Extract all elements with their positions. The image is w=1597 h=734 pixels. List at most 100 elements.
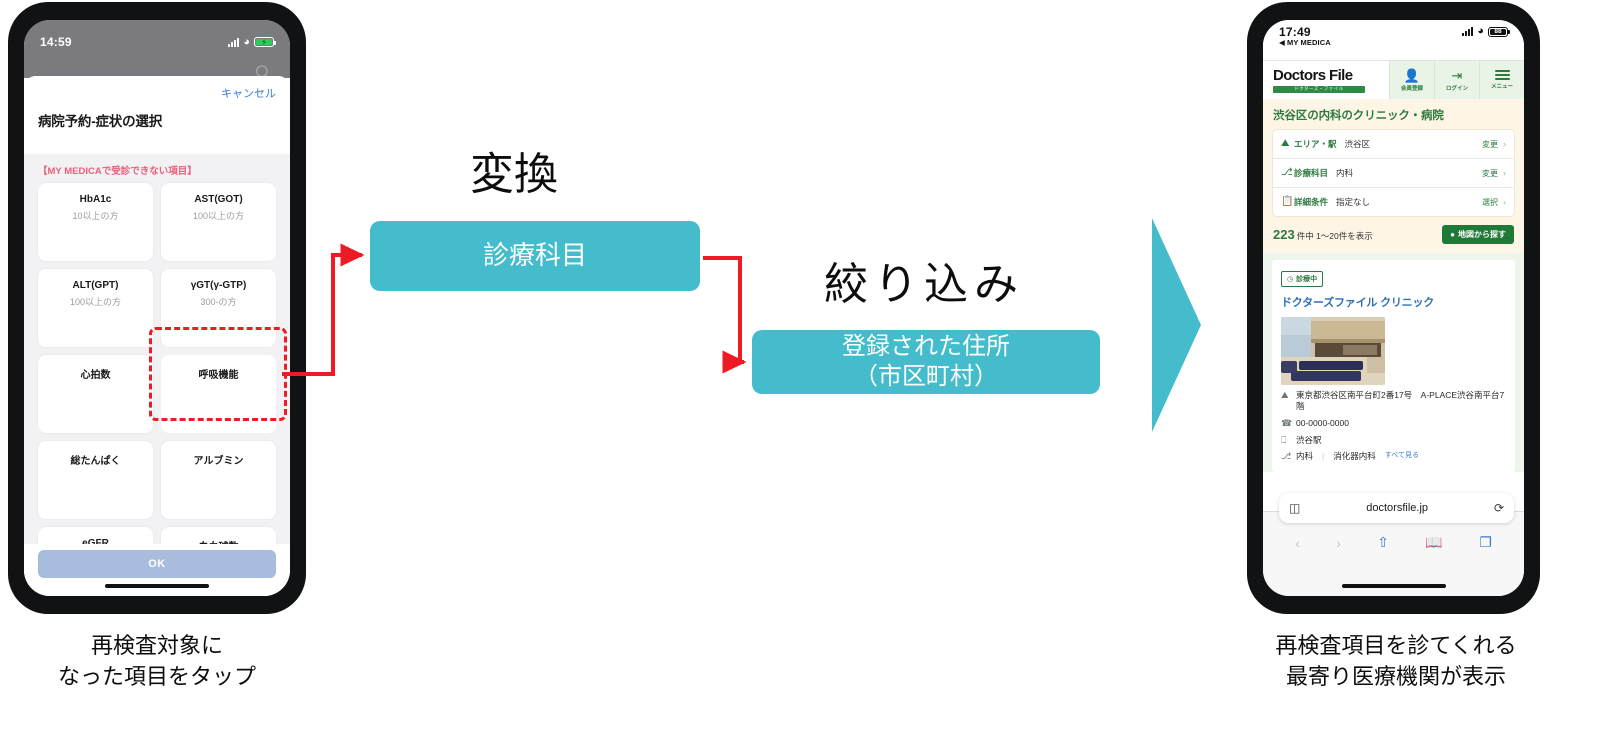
battery-percent: 88 — [1494, 28, 1502, 35]
tabs-icon[interactable]: ❐ — [1479, 534, 1492, 550]
flow-label-filter: 絞り込み — [824, 260, 1024, 309]
result-count-number: 223 — [1273, 227, 1295, 242]
filter-value: 指定なし — [1336, 197, 1371, 207]
filter-action[interactable]: 変更 — [1482, 168, 1498, 178]
symptom-card[interactable]: アルブミン — [161, 441, 276, 519]
reload-icon[interactable]: ⟳ — [1493, 501, 1504, 515]
chevron-right-icon: › — [1503, 139, 1506, 149]
filter-action[interactable]: 選択 — [1482, 197, 1498, 207]
symptom-grid: HbA1c 10以上の方 AST(GOT) 100以上の方 ALT(GPT) 1… — [24, 183, 290, 544]
symptom-sub: 300-の方 — [200, 297, 237, 307]
brand-logo-sub: ドクターズ・ファイル — [1294, 86, 1344, 91]
clock-icon: ◷ — [1287, 276, 1294, 283]
cellular-signal-icon — [228, 37, 240, 47]
symptom-sub: 100以上の方 — [69, 297, 122, 307]
symptom-card[interactable]: AST(GOT) 100以上の方 — [161, 183, 276, 261]
right-status-bar: 17:49 ◀ MY MEDICA ◕ 88 — [1263, 20, 1524, 60]
red-arrow-department-to-address — [703, 256, 747, 374]
clinic-thumbnail[interactable] — [1281, 317, 1385, 385]
hamburger-icon — [1494, 70, 1510, 80]
symptom-title: ALT(GPT) — [72, 280, 119, 291]
brand-logo-text: Doctors File — [1273, 66, 1353, 84]
home-indicator — [105, 584, 209, 588]
clinic-name-link[interactable]: ドクターズファイル クリニック — [1281, 297, 1435, 309]
backdrop-glyph: ◯ — [255, 65, 268, 77]
signup-button[interactable]: 👤 会員登録 — [1389, 61, 1434, 99]
left-phone-frame: 14:59 ◕ ⚡ ◯ キャンセル 病院予約-症状の選択 【MY M — [8, 2, 306, 614]
safari-chrome: ◫ doctorsfile.jp ⟳ ‹ › ⇧ 📖 ❐ — [1263, 493, 1524, 596]
filter-value: 内科 — [1336, 168, 1354, 178]
address-pin-icon: ⛰ — [1281, 390, 1289, 400]
status-time: 14:59 — [40, 34, 72, 49]
clinic-department-1: 内科 — [1296, 451, 1314, 462]
modal-backdrop[interactable] — [24, 64, 290, 78]
sheet-topbar: キャンセル — [24, 76, 290, 110]
flow-box-address-line2: （市区町村） — [854, 364, 998, 390]
symptom-card[interactable]: HbA1c 10以上の方 — [38, 183, 153, 261]
flow-box-department: 診療科目 — [370, 221, 700, 291]
page-settings-icon[interactable]: ◫ — [1289, 501, 1301, 515]
clinic-phone: 00-0000-0000 — [1296, 417, 1349, 428]
wifi-icon: ◕ — [243, 35, 250, 48]
symptom-card[interactable]: ALT(GPT) 100以上の方 — [38, 269, 153, 347]
symptom-card[interactable]: γGT(γ-GTP) 300-の方 — [161, 269, 276, 347]
symptom-card[interactable]: 総たんぱく — [38, 441, 153, 519]
symptom-title: アルブミン — [193, 456, 244, 467]
symptom-sub: 100以上の方 — [192, 211, 245, 221]
clinic-phone-line[interactable]: ☎ 00-0000-0000 — [1281, 418, 1506, 430]
ok-button[interactable]: OK — [38, 550, 276, 578]
sheet-body[interactable]: 【MY MEDICAで受診できない項目】 HbA1c 10以上の方 AST(GO… — [24, 154, 290, 544]
login-button[interactable]: ⇥ ログイン — [1434, 61, 1479, 99]
url-text: doctorsfile.jp — [1366, 502, 1429, 514]
status-time: 17:49 — [1279, 25, 1311, 39]
back-to-app-link[interactable]: ◀ MY MEDICA — [1279, 37, 1331, 47]
search-conditions-panel: 渋谷区の内科のクリニック・病院 ⛰ エリア・駅 渋谷区 変更 › ⎇ 診療科目 … — [1263, 99, 1524, 253]
map-pin-icon: ● — [1450, 230, 1455, 239]
map-search-label: 地図から探す — [1458, 230, 1506, 239]
filter-row-department[interactable]: ⎇ 診療科目 内科 変更 › — [1273, 159, 1514, 188]
clinic-station-line: ⎕ 渋谷駅 — [1281, 435, 1506, 447]
filter-action[interactable]: 変更 — [1482, 139, 1498, 149]
map-search-button[interactable]: ● 地図から探す — [1442, 225, 1514, 244]
chevron-right-icon: › — [1503, 168, 1506, 178]
back-icon[interactable]: ‹ — [1295, 534, 1300, 551]
share-icon[interactable]: ⇧ — [1377, 534, 1390, 550]
left-caption: 再検査対象に なった項目をタップ — [57, 633, 256, 690]
filter-value: 渋谷区 — [1344, 139, 1371, 149]
cancel-button[interactable]: キャンセル — [221, 88, 276, 100]
clinic-departments-line: ⎇ 内科 | 消化器内科 すべて見る — [1281, 451, 1506, 463]
status-badge-label: 診療中 — [1296, 276, 1318, 283]
see-all-link[interactable]: すべて見る — [1384, 452, 1419, 460]
symptom-title: HbA1c — [79, 194, 112, 205]
filter-label: 診療科目 — [1294, 168, 1329, 178]
symptom-card[interactable]: eGFR — [38, 527, 153, 544]
symptom-title: 白血球数 — [161, 538, 276, 544]
filter-row-detail[interactable]: 📋 詳細条件 指定なし 選択 › — [1273, 188, 1514, 216]
battery-icon: 88 — [1488, 26, 1510, 37]
wifi-icon: ◕ — [1477, 25, 1484, 37]
signup-label: 会員登録 — [1400, 85, 1423, 92]
brand-logo[interactable]: Doctors File ドクターズ・ファイル — [1263, 61, 1389, 99]
clipboard-icon: 📋 — [1281, 196, 1294, 207]
filter-label: 詳細条件 — [1294, 197, 1329, 207]
stethoscope-icon: ⎇ — [1281, 167, 1293, 178]
bookmarks-icon[interactable]: 📖 — [1425, 534, 1443, 550]
site-header: Doctors File ドクターズ・ファイル 👤 会員登録 ⇥ ログイン メニ… — [1263, 60, 1524, 99]
filter-label: エリア・駅 — [1294, 139, 1337, 149]
address-bar[interactable]: ◫ doctorsfile.jp ⟳ — [1279, 493, 1514, 523]
menu-button[interactable]: メニュー — [1479, 61, 1524, 99]
forward-icon[interactable]: › — [1336, 534, 1341, 551]
stethoscope-icon: ⎇ — [1281, 451, 1292, 462]
symptom-title: 呼吸機能 — [198, 370, 239, 381]
filter-row-area[interactable]: ⛰ エリア・駅 渋谷区 変更 › — [1273, 130, 1514, 159]
symptom-title: eGFR — [82, 538, 109, 544]
results-list: ◷ 診療中 ドクターズファイル クリニック — [1263, 253, 1524, 472]
warning-note: 【MY MEDICAで受診できない項目】 — [38, 166, 197, 177]
symptom-card[interactable]: 心拍数 — [38, 355, 153, 433]
clinic-card[interactable]: ◷ 診療中 ドクターズファイル クリニック — [1272, 260, 1515, 472]
brand-logo-underline: ドクターズ・ファイル — [1273, 85, 1365, 93]
right-phone-screen: 17:49 ◀ MY MEDICA ◕ 88 Doctors File ドク — [1263, 20, 1524, 596]
symptom-card[interactable]: 白血球数 — [161, 527, 276, 544]
